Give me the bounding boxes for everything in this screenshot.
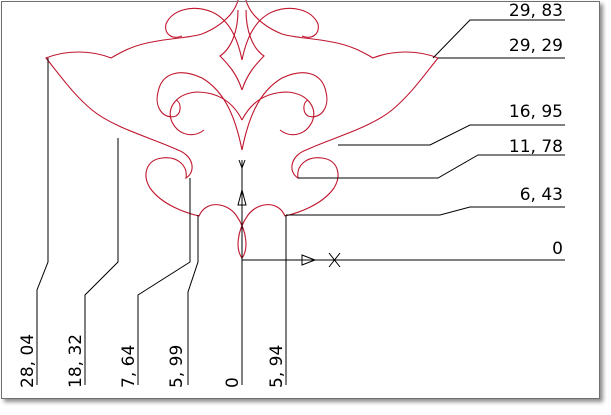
label-5-99: 5, 99: [167, 345, 187, 388]
ornament-inner-loop: [241, 91, 315, 136]
leader-18-32: [84, 138, 119, 385]
triangle-icon: [237, 188, 247, 206]
leader-7-64: [137, 178, 191, 385]
ornament-left-half: [45, 0, 247, 259]
ornament-pattern: [45, 0, 439, 259]
label-29-29: 29, 29: [509, 36, 563, 56]
label-11-78: 11, 78: [509, 137, 563, 157]
leader-6-43: [286, 206, 565, 216]
ornament-upper-stem: [241, 9, 265, 91]
leader-28-04: [36, 58, 49, 385]
label-5-94: 5, 94: [267, 345, 287, 388]
label-0-bottom: 0: [223, 377, 243, 388]
ornament-top-curl: [241, 7, 319, 61]
axis-arrow-icon: [301, 254, 317, 266]
dimension-lines: [36, 19, 565, 385]
leader-5-99: [187, 215, 199, 385]
label-29-83: 29, 83: [509, 1, 563, 21]
axis-top-tick-icon: [238, 159, 246, 170]
label-18-32: 18, 32: [66, 334, 86, 388]
label-6-43: 6, 43: [520, 185, 563, 205]
markers: [237, 159, 341, 268]
ornament-outer-outline: [237, 0, 439, 259]
label-7-64: 7, 64: [119, 345, 139, 388]
ornament-right-half: [237, 0, 439, 259]
label-0-right: 0: [552, 239, 563, 259]
right-labels: 29, 83 29, 29 16, 95 11, 78 6, 43 0: [509, 1, 563, 259]
cross-icon: [328, 252, 341, 268]
label-28-04: 28, 04: [18, 334, 38, 388]
ornament-inner-scroll: [241, 72, 328, 151]
leader-16-95: [338, 124, 565, 146]
leader-11-78: [298, 154, 565, 179]
bottom-labels: 28, 04 18, 32 7, 64 5, 99 0 5, 94: [18, 334, 287, 388]
leader-29-83: [432, 19, 565, 59]
label-16-95: 16, 95: [509, 102, 563, 122]
